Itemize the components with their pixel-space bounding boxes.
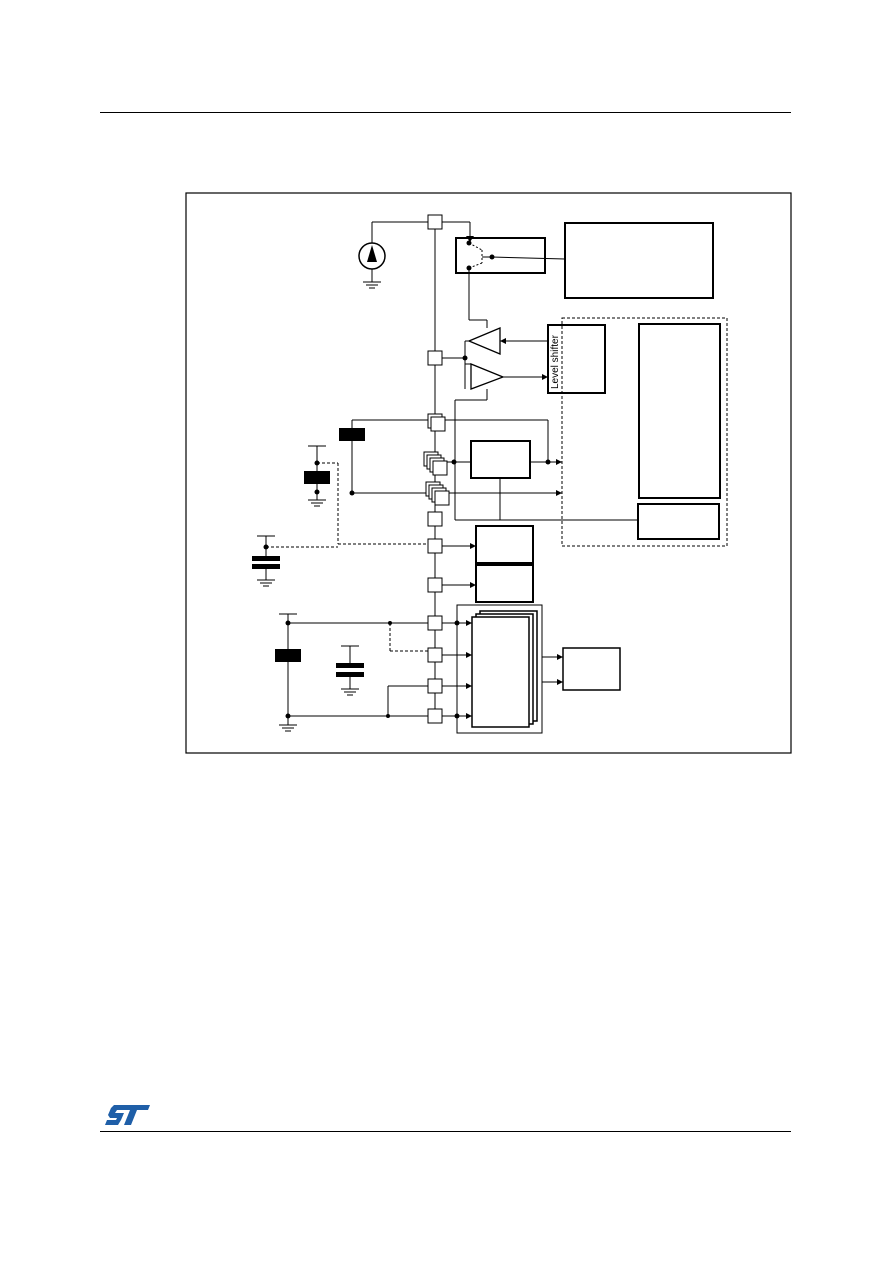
header-rule — [100, 112, 791, 113]
buffer-right-icon — [470, 363, 505, 390]
junction-dot — [545, 459, 551, 465]
pin-2 — [427, 350, 443, 366]
ground-icon — [341, 688, 359, 696]
pin-10 — [427, 647, 443, 663]
pin-7 — [427, 538, 443, 554]
dashed-region — [561, 317, 728, 547]
pin-top — [427, 214, 443, 230]
pin-5 — [434, 490, 450, 506]
resistor-icon — [304, 471, 330, 484]
buffer-left-icon — [467, 327, 501, 355]
pin-11 — [427, 678, 443, 694]
current-source-arrow — [367, 245, 377, 262]
capacitor-icon — [336, 663, 364, 677]
level-shifter-label: Level shifter — [550, 334, 561, 389]
large-right-block — [638, 323, 721, 499]
small-right-block — [637, 503, 720, 540]
footer-rule — [100, 1131, 791, 1132]
pin-6 — [427, 511, 443, 527]
junction-dot — [451, 459, 457, 465]
converter-outer-frame — [456, 604, 543, 734]
ground-icon — [363, 281, 381, 289]
pin-4 — [432, 460, 448, 476]
st-logo-icon — [105, 1105, 150, 1125]
block-a — [475, 525, 534, 564]
resistor-icon — [275, 649, 301, 662]
block-b — [475, 564, 534, 603]
level-shifter-block — [547, 324, 606, 394]
pin-3 — [430, 416, 446, 432]
junction-dot — [462, 355, 468, 361]
resistor-icon — [339, 428, 365, 441]
junction-dot — [314, 489, 320, 495]
output-block — [562, 647, 621, 691]
junction-dot — [454, 620, 460, 626]
junction-dot — [454, 713, 460, 719]
diagram-frame — [185, 192, 792, 754]
capacitor-icon — [252, 556, 280, 569]
ground-icon — [257, 579, 275, 587]
ground-icon — [279, 724, 297, 732]
top-right-block — [564, 222, 714, 299]
ground-icon — [308, 499, 326, 507]
middle-block — [470, 440, 531, 479]
switch-block — [455, 237, 546, 274]
pin-12 — [427, 708, 443, 724]
pin-9 — [427, 615, 443, 631]
pin-8 — [427, 577, 443, 593]
converter-block — [471, 616, 530, 728]
junction-dot — [386, 714, 390, 718]
